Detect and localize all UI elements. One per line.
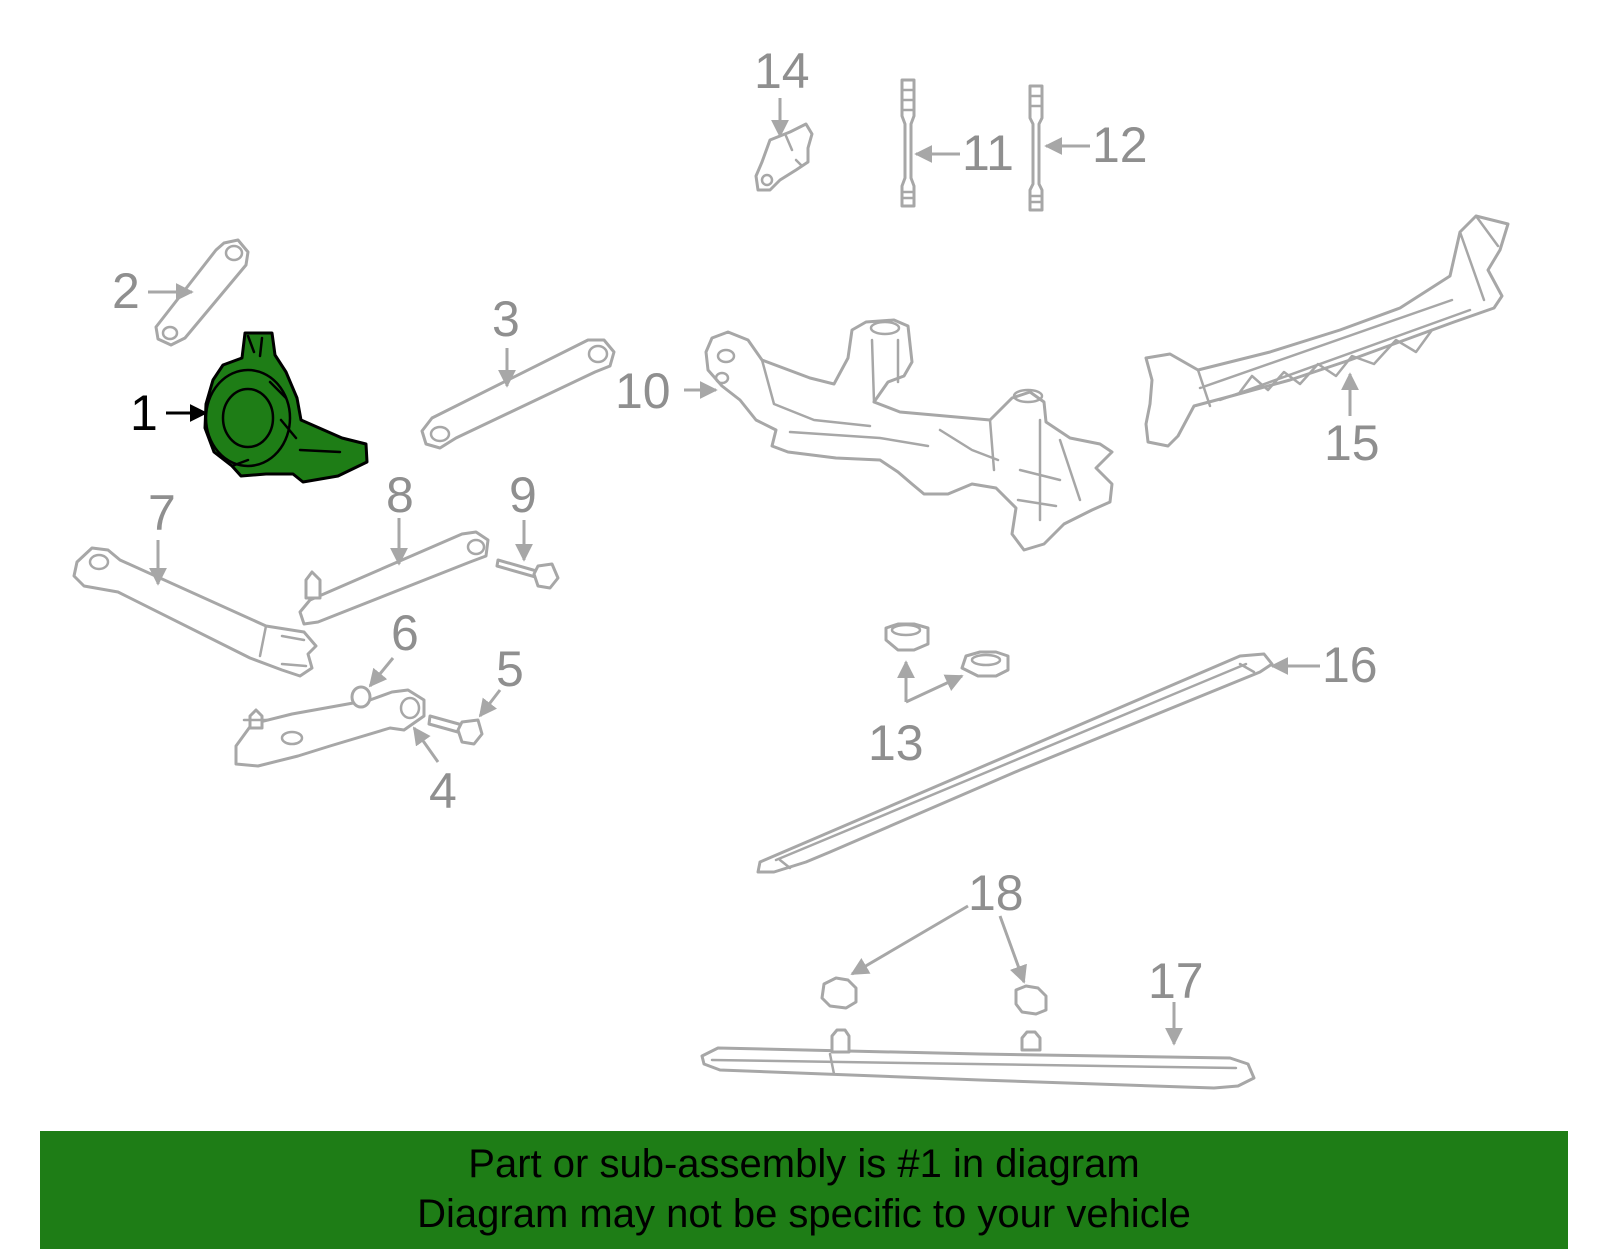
leader-lines	[148, 98, 1359, 1046]
info-banner: Part or sub-assembly is #1 in diagram Di…	[40, 1131, 1568, 1249]
callout-18[interactable]: 18	[968, 865, 1024, 921]
part-18-bushings[interactable]	[820, 976, 1048, 1016]
callout-7[interactable]: 7	[148, 485, 176, 541]
part-8-link[interactable]	[298, 530, 490, 626]
part-15-crossmember[interactable]	[1144, 214, 1510, 448]
part-17-bar[interactable]	[700, 1028, 1256, 1090]
part-6-washer[interactable]	[350, 685, 372, 709]
callout-6[interactable]: 6	[391, 605, 419, 661]
callout-15[interactable]: 15	[1324, 415, 1380, 471]
callout-1[interactable]: 1	[130, 385, 158, 441]
callout-16[interactable]: 16	[1322, 637, 1378, 693]
callout-10[interactable]: 10	[615, 363, 671, 419]
callout-4[interactable]: 4	[429, 763, 457, 819]
part-9-bolt[interactable]	[495, 558, 560, 590]
callout-2[interactable]: 2	[112, 263, 140, 319]
callout-14[interactable]: 14	[754, 43, 810, 99]
callout-11[interactable]: 11	[962, 125, 1014, 181]
part-14-bracket[interactable]	[754, 122, 814, 192]
callout-3[interactable]: 3	[492, 291, 520, 347]
callout-9[interactable]: 9	[509, 467, 537, 523]
part-7-control-arm[interactable]	[72, 546, 318, 678]
banner-line-disclaimer: Diagram may not be specific to your vehi…	[417, 1192, 1191, 1236]
banner-line-part-number: Part or sub-assembly is #1 in diagram	[468, 1142, 1140, 1186]
part-12-stud[interactable]	[1028, 84, 1044, 212]
part-4-lower-arm[interactable]	[234, 688, 426, 768]
callout-17[interactable]: 17	[1148, 953, 1204, 1009]
part-11-stud[interactable]	[900, 78, 916, 208]
part-16-stabilizer[interactable]	[756, 652, 1274, 874]
part-1-knuckle[interactable]	[203, 331, 369, 484]
callout-5[interactable]: 5	[496, 641, 524, 697]
callout-numbers: 1 2 3 4 5 6 7 8 9 10 11 12 13 14 15 16 1…	[112, 43, 1380, 1009]
parts-diagram: 1 2 3 4 5 6 7 8 9 10 11 12 13 14 15 16 1…	[72, 43, 1510, 1090]
part-5-bolt[interactable]	[427, 714, 484, 746]
callout-12[interactable]: 12	[1092, 117, 1148, 173]
part-3-link[interactable]	[420, 338, 616, 450]
callout-13[interactable]: 13	[868, 715, 924, 771]
part-13-bushings[interactable]	[884, 622, 1010, 678]
part-10-subframe[interactable]	[704, 318, 1114, 552]
callout-8[interactable]: 8	[386, 467, 414, 523]
